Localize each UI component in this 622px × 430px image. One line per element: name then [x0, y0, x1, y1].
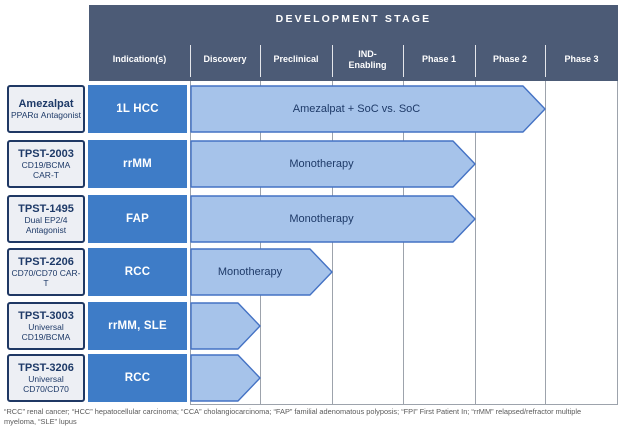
drug-name-box: TPST-1495 Dual EP2/4 Antagonist	[7, 195, 85, 243]
drug-name-box: Amezalpat PPARα Antagonist	[7, 85, 85, 133]
gridline	[617, 81, 618, 404]
drug-target: Universal CD70/CD70	[23, 373, 69, 394]
drug-target: PPARα Antagonist	[11, 109, 81, 120]
column-header-discovery: Discovery	[203, 54, 247, 65]
gridline-bottom	[190, 404, 618, 405]
column-separator	[403, 45, 404, 77]
arrow-label: Monotherapy	[289, 213, 354, 225]
column-header-phase-1: Phase 1	[421, 54, 457, 65]
pipeline-arrow-holder: Monotherapy	[190, 140, 477, 188]
pipeline-row: TPST-1495 Dual EP2/4 Antagonist FAP Mono…	[0, 195, 622, 243]
column-separator	[260, 45, 261, 77]
pipeline-arrow	[190, 140, 476, 188]
column-separator	[475, 45, 476, 77]
indication-badge: 1L HCC	[88, 85, 187, 133]
pipeline-arrow-holder: Monotherapy	[190, 248, 334, 296]
column-header-preclinical: Preclinical	[273, 54, 319, 65]
pipeline-row: Amezalpat PPARα Antagonist 1L HCC Amezal…	[0, 85, 622, 133]
development-stage-header: DEVELOPMENT STAGE Indication(s) Discover…	[89, 5, 618, 81]
pipeline-row: TPST-3206 Universal CD70/CD70 RCC	[0, 354, 622, 402]
column-separator	[190, 45, 191, 77]
pipeline-arrow-holder	[190, 354, 262, 402]
drug-name: TPST-3003	[18, 309, 74, 322]
column-header-indications: Indication(s)	[112, 54, 167, 65]
gridline	[545, 81, 546, 404]
pipeline-row: TPST-3003 Universal CD19/BCMA rrMM, SLE	[0, 302, 622, 350]
drug-name-box: TPST-3206 Universal CD70/CD70	[7, 354, 85, 402]
drug-target: Universal CD19/BCMA	[21, 321, 71, 342]
pipeline-arrow	[190, 195, 476, 243]
drug-name-box: TPST-3003 Universal CD19/BCMA	[7, 302, 85, 350]
drug-name: Amezalpat	[18, 97, 74, 110]
column-separator	[332, 45, 333, 77]
indication-badge: rrMM, SLE	[88, 302, 187, 350]
drug-target: CD19/BCMA CAR-T	[21, 159, 71, 180]
indication-badge: RCC	[88, 248, 187, 296]
pipeline-arrow-holder	[190, 302, 262, 350]
arrow-label: Monotherapy	[217, 266, 283, 278]
drug-target: Dual EP2/4 Antagonist	[24, 214, 68, 235]
arrow-label: Monotherapy	[289, 158, 354, 170]
column-header-phase-2: Phase 2	[492, 54, 528, 65]
column-header-ind-enabling: IND- Enabling	[348, 48, 387, 70]
indication-badge: FAP	[88, 195, 187, 243]
pipeline-arrow	[190, 354, 261, 402]
gridline	[190, 81, 191, 404]
development-stage-title: DEVELOPMENT STAGE	[275, 13, 432, 25]
pipeline-row: TPST-2206 CD70/CD70 CAR-T RCC Monotherap…	[0, 248, 622, 296]
column-header-phase-3: Phase 3	[564, 54, 599, 65]
drug-name: TPST-3206	[18, 361, 74, 374]
arrow-label: Amezalpat + SoC vs. SoC	[292, 103, 421, 115]
drug-name: TPST-2206	[18, 255, 74, 268]
footnote: “RCC” renal cancer; “HCC” hepatocellular…	[4, 407, 582, 427]
drug-name-box: TPST-2003 CD19/BCMA CAR-T	[7, 140, 85, 188]
indication-badge: rrMM	[88, 140, 187, 188]
pipeline-arrow	[190, 85, 546, 133]
drug-name-box: TPST-2206 CD70/CD70 CAR-T	[7, 248, 85, 296]
pipeline-arrow	[190, 302, 261, 350]
pipeline-arrow	[190, 248, 333, 296]
column-separator	[545, 45, 546, 77]
drug-target: CD70/CD70 CAR-T	[11, 267, 81, 288]
gridline	[475, 81, 476, 404]
drug-name: TPST-1495	[18, 202, 74, 215]
drug-name: TPST-2003	[18, 147, 74, 160]
pipeline-arrow-holder: Monotherapy	[190, 195, 477, 243]
pipeline-arrow-holder: Amezalpat + SoC vs. SoC	[190, 85, 547, 133]
pipeline-row: TPST-2003 CD19/BCMA CAR-T rrMM Monothera…	[0, 140, 622, 188]
indication-badge: RCC	[88, 354, 187, 402]
